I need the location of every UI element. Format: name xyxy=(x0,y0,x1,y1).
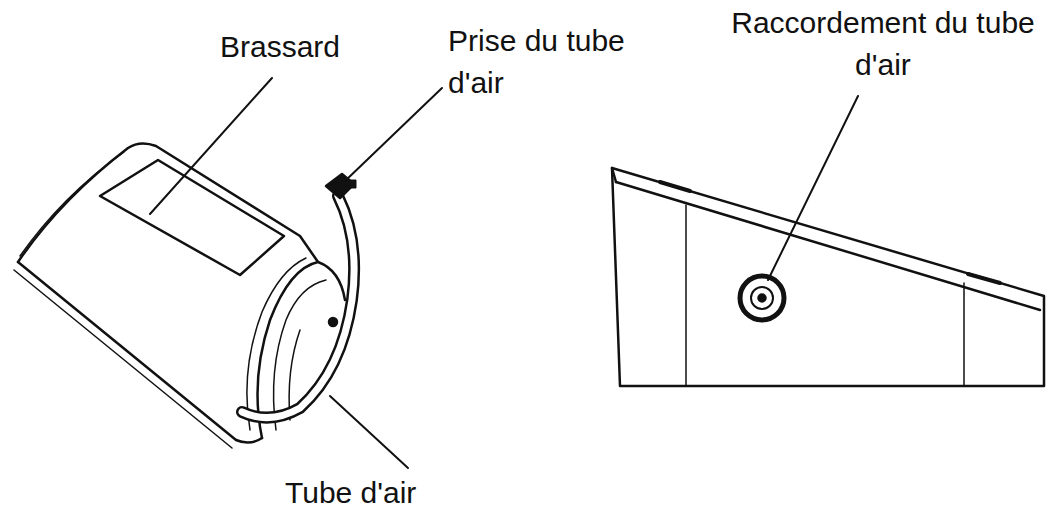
leader-lines xyxy=(150,78,858,468)
leader-line xyxy=(344,88,442,182)
part-label: Brassard xyxy=(220,26,420,68)
part-label: Raccordement du tube d'air xyxy=(722,2,1044,86)
leader-line xyxy=(150,78,272,214)
monitor-drawing xyxy=(612,168,1044,386)
part-label: Tube d'air xyxy=(285,472,485,514)
cuff-drawing xyxy=(14,143,356,448)
part-label: Prise du tube d'air xyxy=(448,20,663,104)
leader-line xyxy=(330,396,408,468)
leader-line xyxy=(768,96,858,280)
